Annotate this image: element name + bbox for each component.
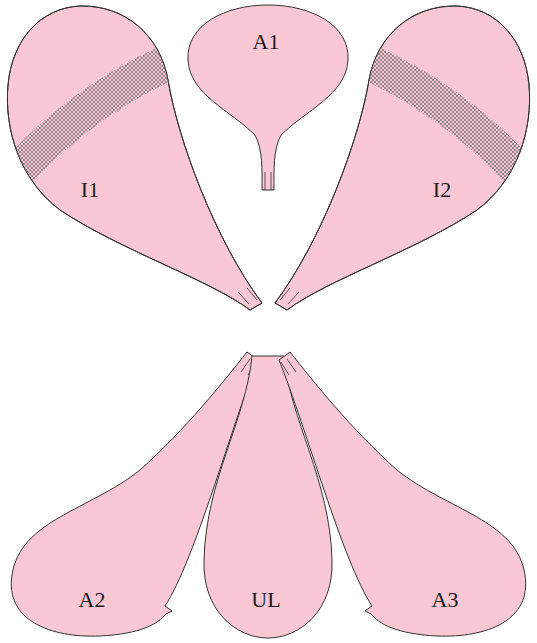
stalk-line [281,359,296,375]
stalk-line [265,172,271,190]
label-holder: A1 [253,30,280,54]
petal-label: A3 [432,587,459,612]
label-holder: A3 [432,588,459,612]
petal: A3 [272,345,537,643]
petal-label: I1 [81,177,99,202]
hatched-band [341,50,523,176]
label-holder: A2 [79,588,106,612]
label-holder: I1 [81,178,99,202]
label-holder: UL [251,588,280,612]
petal-outline-line [275,6,530,310]
label-holder: I2 [433,178,451,202]
stalk-line [238,288,257,304]
petal: A1 [180,0,358,195]
petal-label: I2 [433,177,451,202]
petal-shape [279,352,526,636]
petal-label: A2 [79,587,106,612]
petal-label: UL [251,587,280,612]
petal-shape [188,5,348,190]
petal-shape [275,6,530,310]
stalk-line [280,288,299,304]
petal: I2 [267,0,537,315]
petal-outline [272,345,537,643]
petal-label: A1 [253,29,280,54]
petal-outline [267,0,537,315]
hatched-band [14,50,196,176]
